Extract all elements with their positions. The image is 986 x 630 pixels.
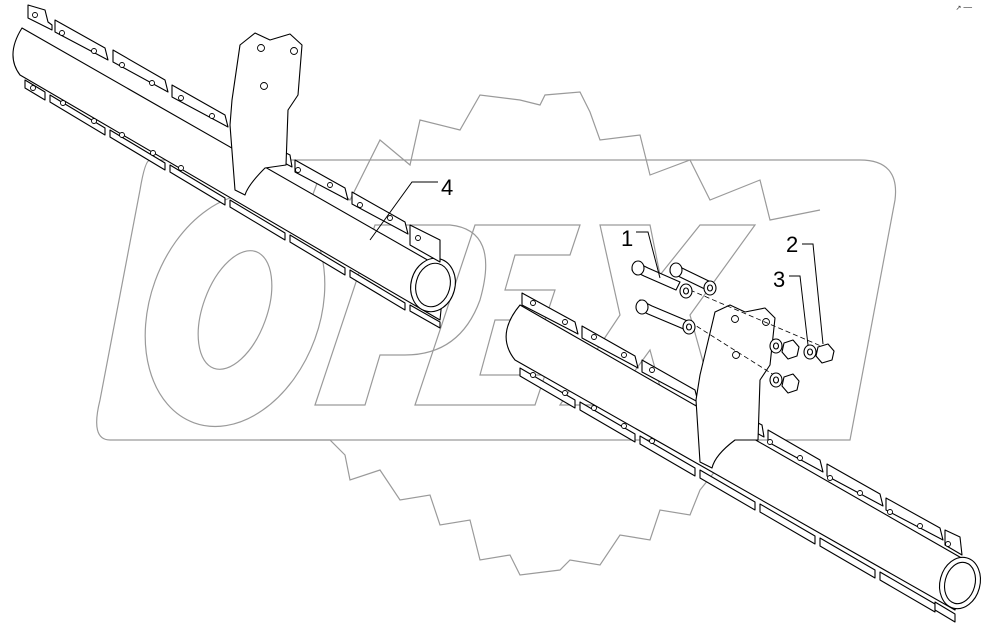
right-tube-assembly bbox=[505, 292, 982, 623]
callout-4[interactable]: 4 bbox=[369, 175, 453, 241]
right-tube-body bbox=[505, 304, 966, 611]
svg-text:1: 1 bbox=[621, 226, 633, 251]
washer-icon bbox=[679, 283, 693, 299]
left-flange-holes bbox=[30, 12, 421, 241]
left-tube-body bbox=[12, 27, 446, 321]
washer-icon bbox=[682, 319, 696, 335]
fasteners bbox=[631, 260, 836, 394]
nut-icon bbox=[815, 343, 835, 364]
callout-1[interactable]: 1 bbox=[621, 226, 661, 279]
nut-icon bbox=[781, 373, 800, 394]
bolt-icon bbox=[631, 260, 681, 291]
watermark-gear-icon bbox=[260, 91, 821, 576]
svg-text:4: 4 bbox=[441, 175, 453, 200]
right-flange-holes bbox=[530, 300, 951, 547]
watermark-opex-logo bbox=[96, 91, 897, 576]
left-lower-flange-tabs bbox=[24, 79, 441, 329]
callouts: 1 2 3 4 bbox=[369, 175, 824, 346]
bolt-icon bbox=[669, 262, 716, 293]
right-mounting-bracket bbox=[695, 304, 776, 469]
callout-2[interactable]: 2 bbox=[786, 232, 824, 345]
svg-text:2: 2 bbox=[786, 232, 798, 257]
corner-mark: ↗ ── bbox=[955, 4, 972, 12]
washer-icon bbox=[769, 338, 783, 354]
left-tube-assembly bbox=[12, 4, 456, 329]
watermark-rounded-rect bbox=[96, 159, 897, 441]
left-mounting-bracket bbox=[229, 32, 303, 196]
bolt-icon bbox=[635, 299, 691, 331]
washer-icon bbox=[703, 280, 717, 296]
svg-text:3: 3 bbox=[773, 267, 785, 292]
right-lower-flange-tabs bbox=[519, 367, 956, 623]
nut-icon bbox=[781, 339, 800, 360]
washer-icon bbox=[803, 344, 817, 360]
washer-icon bbox=[769, 372, 783, 388]
callout-3[interactable]: 3 bbox=[773, 267, 809, 346]
